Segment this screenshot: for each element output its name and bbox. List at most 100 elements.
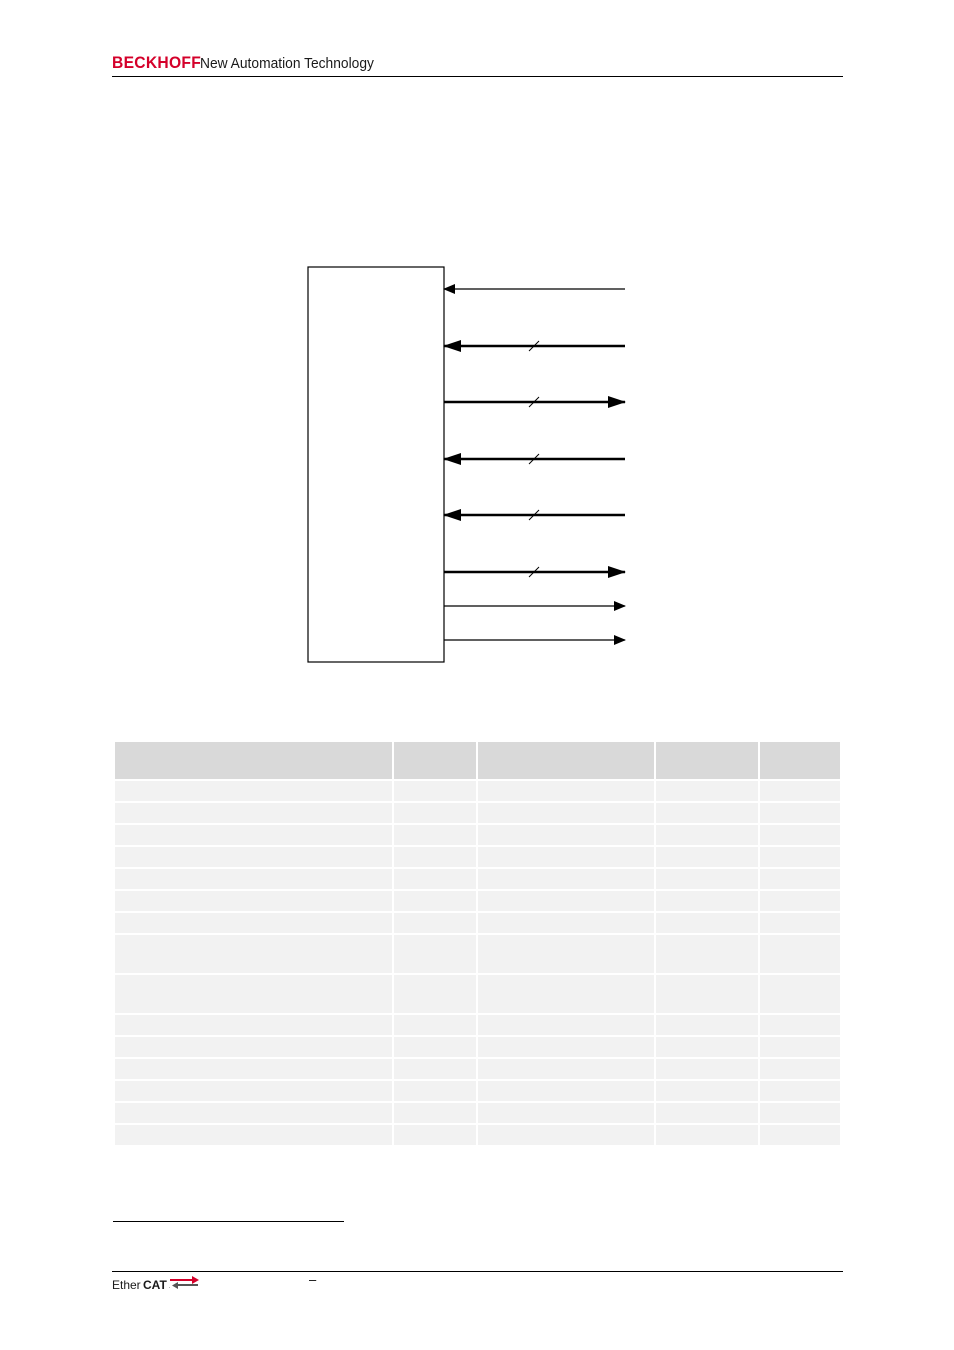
table-header-cell [654, 740, 760, 781]
table-cell [758, 867, 842, 891]
table-cell [113, 933, 394, 975]
block-box [307, 266, 445, 663]
table-row [113, 845, 842, 869]
table-cell [758, 933, 842, 975]
table-cell [758, 845, 842, 869]
table-cell [113, 1013, 394, 1037]
table-cell [392, 867, 478, 891]
table-cell [654, 801, 760, 825]
table-cell [113, 889, 394, 913]
table-cell [758, 1035, 842, 1059]
table-cell [654, 1079, 760, 1103]
table-cell [758, 1057, 842, 1081]
signal-block-diagram [307, 266, 626, 663]
table-cell [392, 845, 478, 869]
table-cell [476, 1101, 656, 1125]
table-cell [758, 1013, 842, 1037]
table-cell [476, 845, 656, 869]
bus-slash-1 [528, 340, 540, 352]
table-row [113, 889, 842, 913]
table-row [113, 1035, 842, 1059]
footnote-divider [113, 1221, 344, 1222]
table-cell [476, 1035, 656, 1059]
table-cell [758, 1079, 842, 1103]
logo-arrows-icon [170, 1276, 199, 1289]
table-cell [392, 1079, 478, 1103]
table-cell [392, 1035, 478, 1059]
table-cell [654, 867, 760, 891]
table-cell [654, 933, 760, 975]
table-cell [654, 973, 760, 1015]
table-cell [113, 1123, 394, 1147]
table-header-row [113, 740, 842, 781]
table-cell [113, 1057, 394, 1081]
table-cell [758, 1101, 842, 1125]
table-cell [758, 911, 842, 935]
table-cell [392, 889, 478, 913]
bus-slash-2 [528, 396, 540, 408]
table-cell [654, 911, 760, 935]
table-cell [392, 779, 478, 803]
table-cell [113, 845, 394, 869]
signal-table [113, 740, 842, 1147]
table-header-cell [758, 740, 842, 781]
ethercat-logo: Ether CAT . [112, 1275, 202, 1297]
table-cell [476, 1013, 656, 1037]
table-header-cell [113, 740, 394, 781]
table-row [113, 973, 842, 1015]
table-cell [113, 1035, 394, 1059]
logo-word: Ether [112, 1278, 141, 1292]
table-cell [476, 1079, 656, 1103]
table-cell [392, 933, 478, 975]
table-header-cell [392, 740, 478, 781]
table-cell [476, 973, 656, 1015]
footer-dash: – [309, 1272, 317, 1287]
table-cell [113, 1079, 394, 1103]
bus-slash-4 [528, 509, 540, 521]
table-cell [654, 779, 760, 803]
table-cell [758, 889, 842, 913]
table-cell [392, 1057, 478, 1081]
bus-slash-5 [528, 566, 540, 578]
table-cell [113, 911, 394, 935]
table-cell [758, 973, 842, 1015]
table-cell [113, 867, 394, 891]
table-cell [476, 889, 656, 913]
table-row [113, 779, 842, 803]
table-cell [758, 801, 842, 825]
table-cell [113, 801, 394, 825]
table-cell [654, 1057, 760, 1081]
table-cell [113, 1101, 394, 1125]
logo-word-bold: CAT [143, 1278, 167, 1292]
table-cell [654, 1035, 760, 1059]
table-cell [392, 1101, 478, 1125]
table-row [113, 1057, 842, 1081]
table-cell [476, 779, 656, 803]
table-cell [392, 1123, 478, 1147]
table-header-cell [476, 740, 656, 781]
table-cell [758, 823, 842, 847]
table-cell [654, 823, 760, 847]
table-row [113, 1123, 842, 1147]
table-row [113, 801, 842, 825]
table-cell [654, 1013, 760, 1037]
table-cell [113, 973, 394, 1015]
table-cell [476, 1123, 656, 1147]
table-row [113, 1079, 842, 1103]
table-cell [392, 801, 478, 825]
footer-divider [112, 1271, 843, 1272]
table-row [113, 823, 842, 847]
table-row [113, 867, 842, 891]
table-cell [476, 933, 656, 975]
table-cell [476, 911, 656, 935]
table-row [113, 1101, 842, 1125]
table-cell [476, 823, 656, 847]
logo-mark: . [169, 1284, 171, 1290]
table-cell [113, 779, 394, 803]
table-cell [392, 911, 478, 935]
table-row [113, 911, 842, 935]
table-cell [654, 845, 760, 869]
table-cell [476, 1057, 656, 1081]
table-cell [654, 1123, 760, 1147]
bus-slash-3 [528, 453, 540, 465]
